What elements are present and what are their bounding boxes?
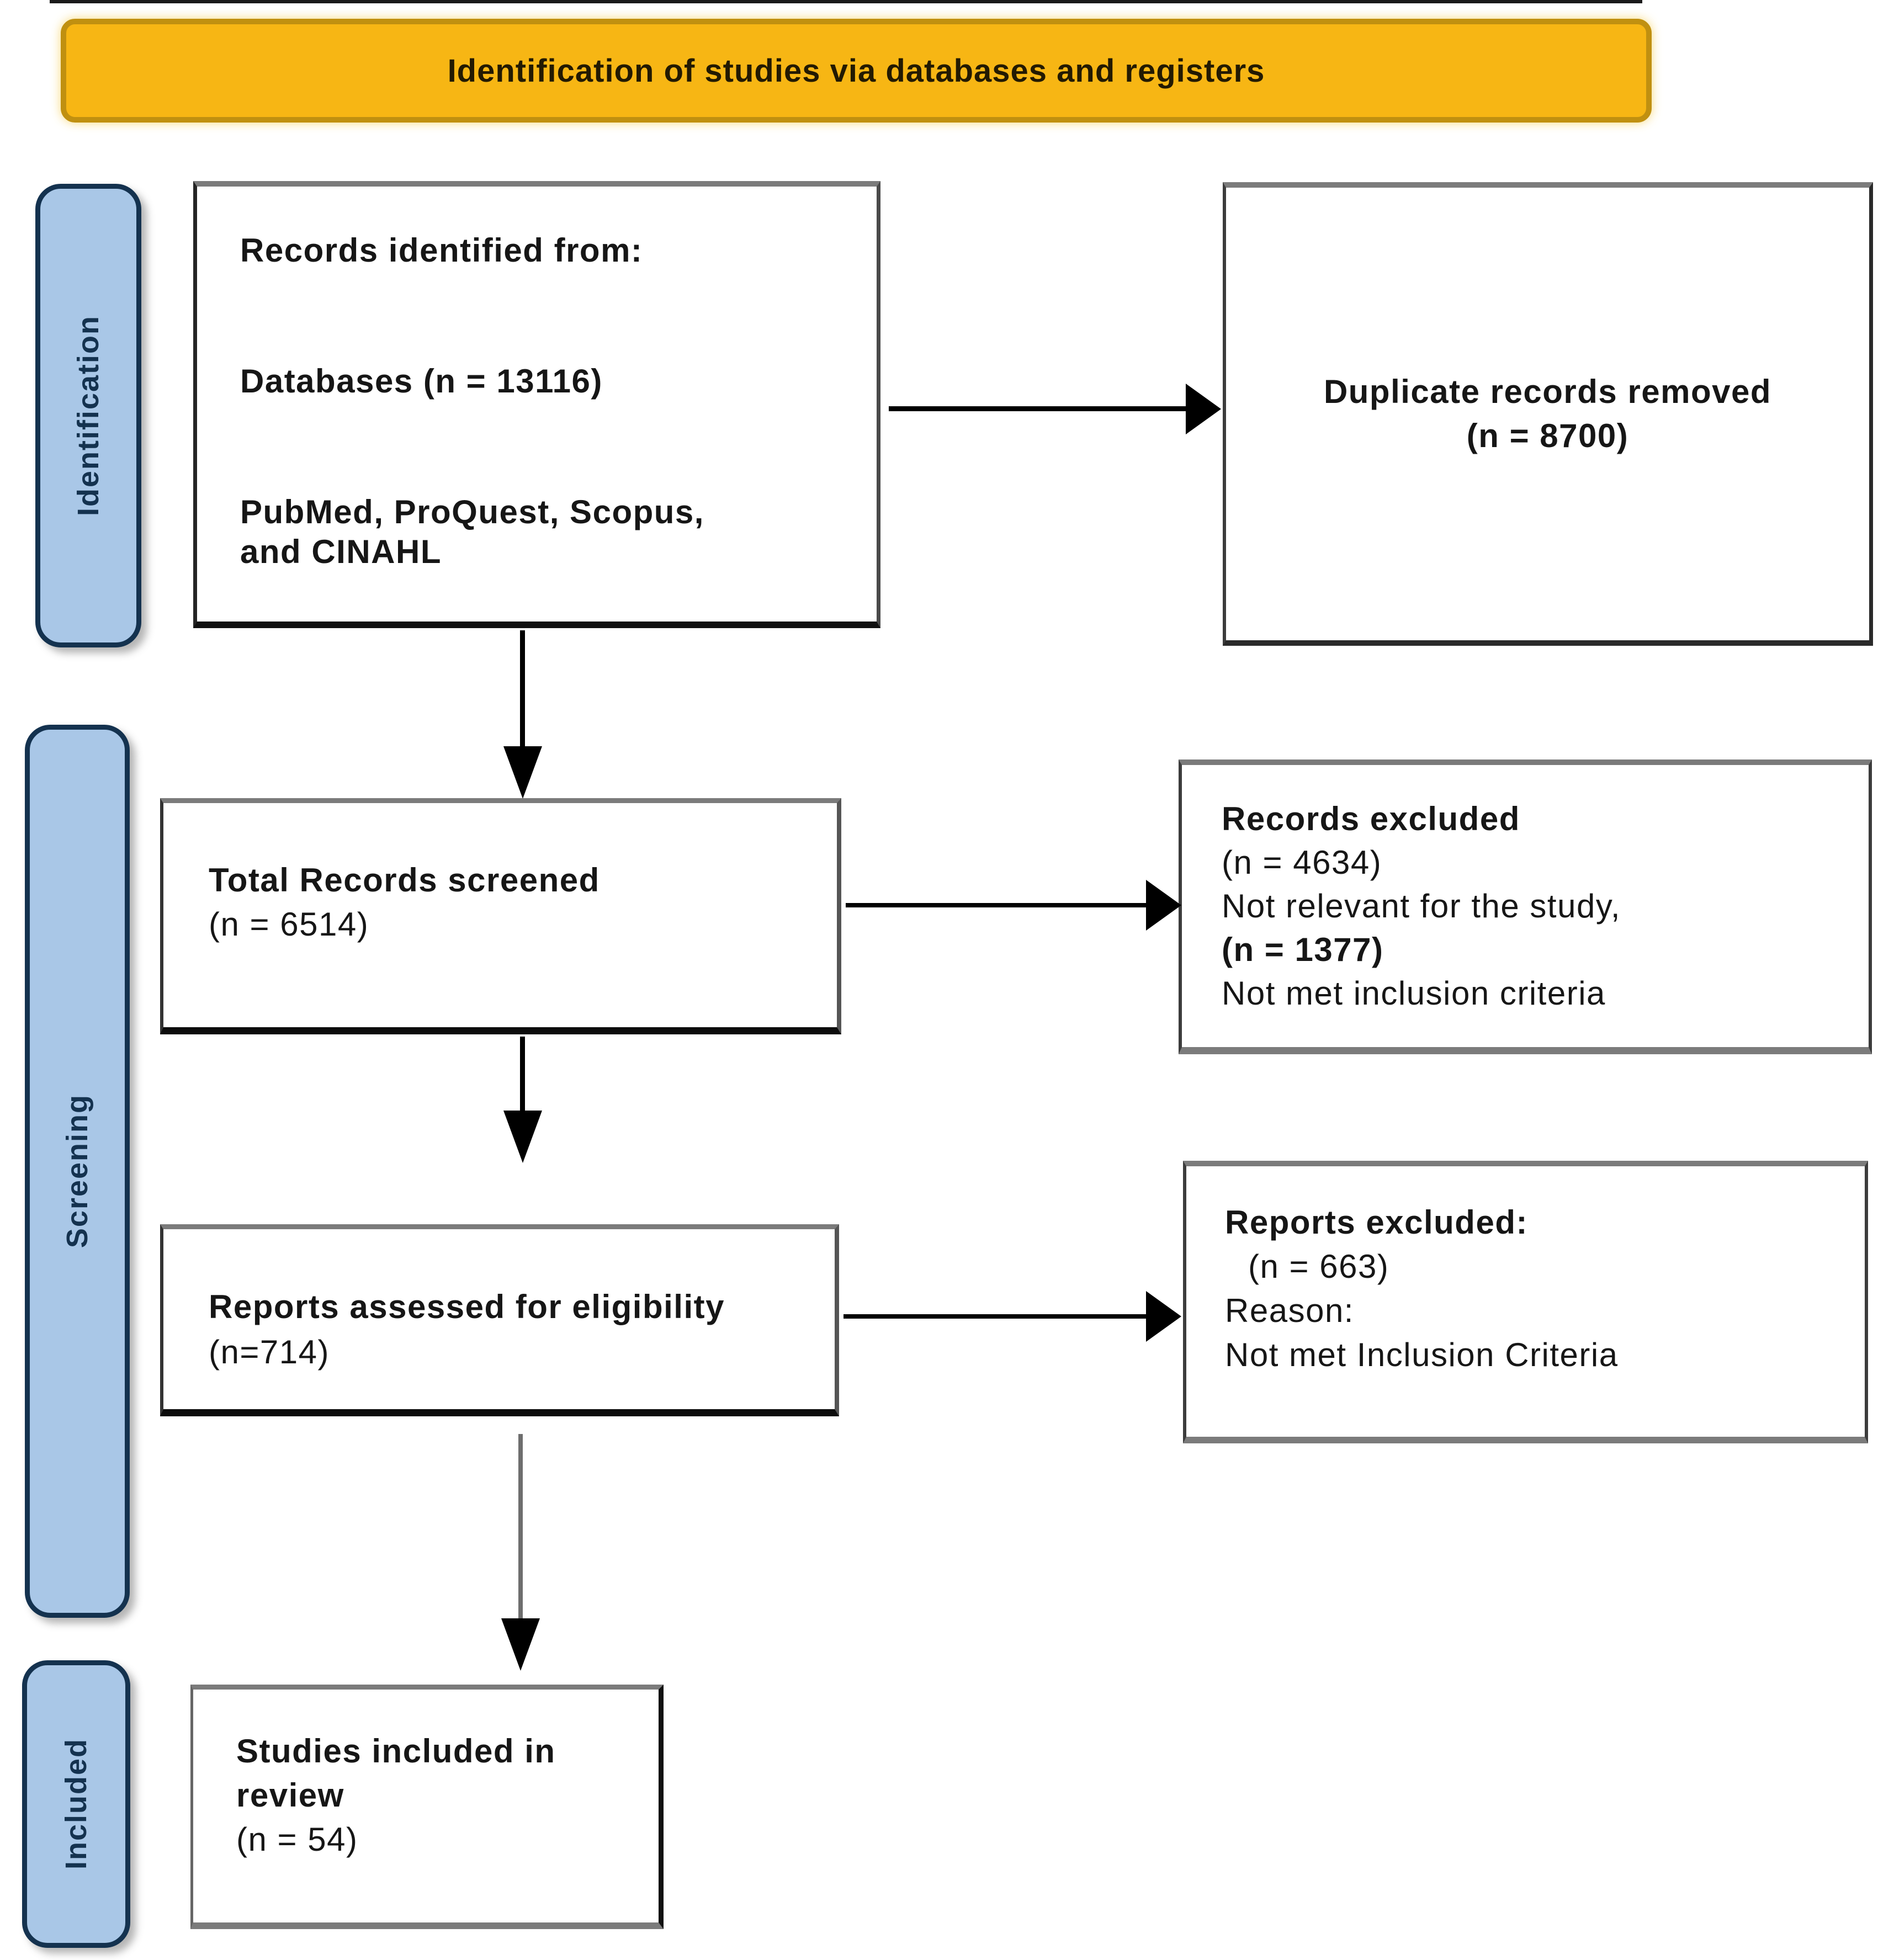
records-excluded-reason-1: Not relevant for the study,	[1222, 888, 1621, 925]
stage-label-identification-text: Identification	[72, 315, 105, 516]
records-screened-count: (n = 6514)	[209, 906, 369, 943]
arrow-assessed-to-reports-excluded-line	[843, 1314, 1148, 1319]
banner: Identification of studies via databases …	[61, 19, 1652, 123]
arrow-screened-to-assessed-line	[520, 1037, 525, 1112]
records-identified-heading: Records identified from:	[240, 232, 643, 269]
studies-included-count: (n = 54)	[236, 1821, 358, 1858]
banner-title: Identification of studies via databases …	[447, 52, 1265, 89]
stage-label-included-text: Included	[60, 1738, 93, 1870]
records-excluded-reason-2: Not met inclusion criteria	[1222, 975, 1606, 1012]
records-screened-heading: Total Records screened	[209, 862, 600, 899]
arrow-identified-to-screened-line	[520, 630, 525, 747]
arrow-identified-to-duplicates-line	[889, 406, 1187, 411]
reports-assessed-heading: Reports assessed for eligibility	[209, 1288, 725, 1325]
box-duplicate-records-removed: Duplicate records removed (n = 8700)	[1223, 182, 1873, 646]
box-records-identified: Records identified from: Databases (n = …	[193, 181, 880, 628]
arrow-screened-to-excluded-head-icon	[1146, 880, 1181, 931]
reports-excluded-reason-label: Reason:	[1225, 1292, 1354, 1329]
studies-included-heading-1: Studies included in	[236, 1733, 556, 1770]
stage-label-screening-text: Screening	[61, 1094, 94, 1249]
arrow-assessed-to-included-head-icon	[501, 1618, 540, 1671]
arrow-screened-to-excluded-line	[846, 903, 1148, 907]
duplicates-removed-count: (n = 8700)	[1466, 417, 1629, 454]
reports-excluded-reason-text: Not met Inclusion Criteria	[1225, 1336, 1619, 1373]
arrow-identified-to-screened-head-icon	[503, 746, 542, 799]
top-border-line	[50, 0, 1642, 3]
reports-excluded-heading: Reports excluded:	[1225, 1204, 1528, 1241]
box-studies-included: Studies included in review (n = 54)	[190, 1685, 664, 1929]
arrow-assessed-to-reports-excluded-head-icon	[1146, 1291, 1181, 1342]
arrow-assessed-to-included-line	[518, 1434, 523, 1619]
records-excluded-reason-1-count: (n = 1377)	[1222, 931, 1384, 968]
records-excluded-count: (n = 4634)	[1222, 844, 1382, 881]
box-records-excluded: Records excluded (n = 4634) Not relevant…	[1179, 759, 1872, 1054]
box-reports-excluded: Reports excluded: (n = 663) Reason: Not …	[1183, 1161, 1868, 1443]
records-identified-sources-1: PubMed, ProQuest, Scopus,	[240, 493, 704, 530]
arrow-screened-to-assessed-head-icon	[503, 1111, 542, 1163]
arrow-identified-to-duplicates-head-icon	[1186, 384, 1221, 434]
stage-label-identification: Identification	[35, 184, 141, 647]
records-excluded-heading: Records excluded	[1222, 800, 1520, 837]
reports-assessed-count: (n=714)	[209, 1334, 330, 1371]
records-identified-sources-2: and CINAHL	[240, 533, 442, 570]
stage-label-included: Included	[22, 1660, 130, 1948]
stage-label-screening: Screening	[25, 725, 130, 1618]
reports-excluded-count: (n = 663)	[1248, 1248, 1389, 1285]
studies-included-heading-2: review	[236, 1777, 344, 1814]
duplicates-removed-heading: Duplicate records removed	[1323, 373, 1772, 410]
box-reports-assessed: Reports assessed for eligibility (n=714)	[160, 1224, 839, 1416]
box-records-screened: Total Records screened (n = 6514)	[160, 798, 841, 1034]
records-identified-databases-count: Databases (n = 13116)	[240, 363, 603, 400]
